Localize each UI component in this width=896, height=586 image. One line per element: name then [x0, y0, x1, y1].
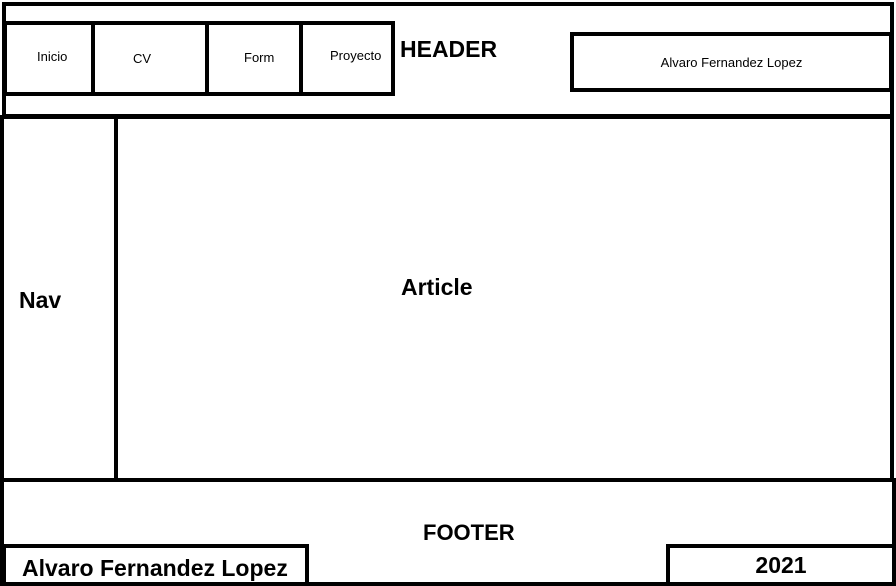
menu-item-label: CV [133, 51, 152, 66]
footer-author-box: Alvaro Fernandez Lopez [2, 544, 309, 586]
footer-title: FOOTER [423, 520, 515, 545]
footer-author-name: Alvaro Fernandez Lopez [22, 555, 288, 581]
header-author-name: Alvaro Fernandez Lopez [660, 54, 803, 70]
menu-item-form[interactable]: Form [205, 25, 299, 92]
menu-item-label: Form [244, 50, 275, 65]
header-author-box: Alvaro Fernandez Lopez [570, 32, 893, 92]
menu-item-inicio[interactable]: Inicio [7, 25, 91, 92]
menu-item-label: Proyecto [330, 48, 382, 63]
menu-item-cv[interactable]: CV [91, 25, 205, 92]
menu-item-label: Inicio [37, 49, 68, 64]
nav-title: Nav [19, 287, 62, 313]
footer-year-box: 2021 [666, 544, 896, 586]
menu-item-proyecto[interactable]: Proyecto [299, 25, 391, 92]
article-region [114, 115, 894, 483]
nav-region [0, 115, 120, 483]
header-title: HEADER [400, 36, 498, 62]
footer-year: 2021 [755, 551, 807, 578]
header-menu: Inicio CV Form Proyecto [3, 21, 395, 96]
article-title: Article [401, 274, 473, 300]
